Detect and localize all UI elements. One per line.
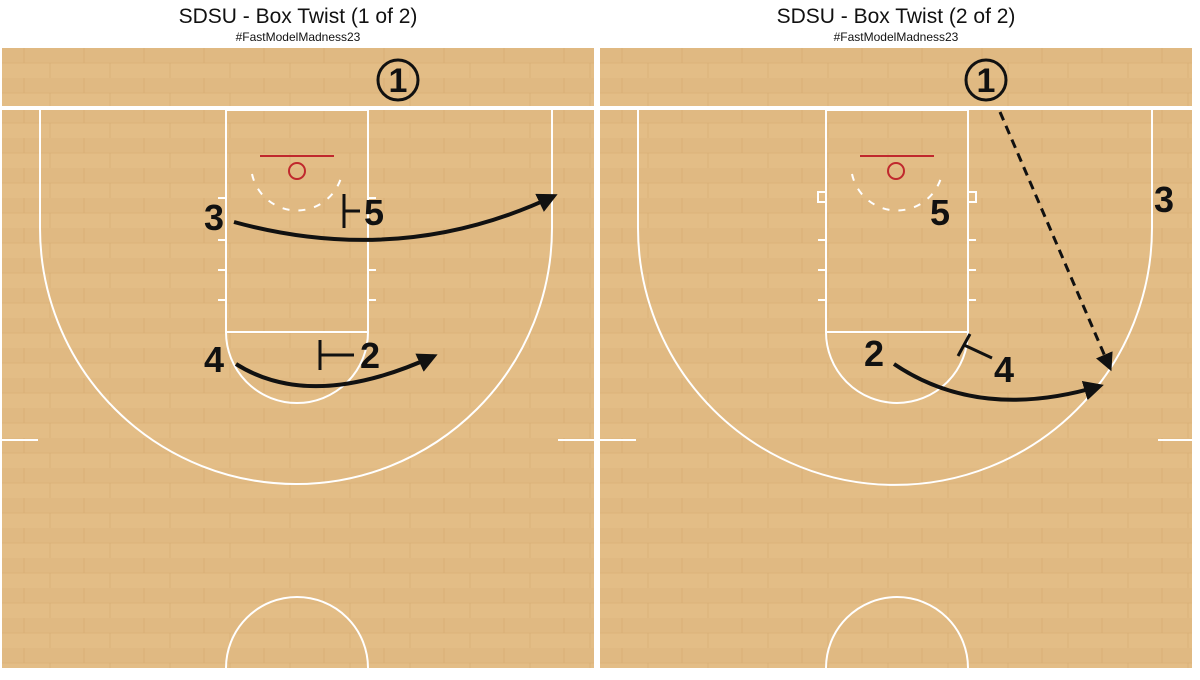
panel-hashtag: #FastModelMadness23 xyxy=(235,30,361,44)
player-4-label: 4 xyxy=(994,349,1014,390)
free-throw-lane xyxy=(225,109,369,333)
player-2-label: 2 xyxy=(864,333,884,374)
lane-hashes xyxy=(817,191,977,301)
ball-handler-circle xyxy=(376,58,420,102)
free-throw-circle xyxy=(225,331,369,404)
screen-4-stem xyxy=(963,343,993,360)
free-throw-circle xyxy=(825,331,969,404)
ball-handler-circle xyxy=(964,58,1008,102)
player-1-label: 1 xyxy=(389,62,408,100)
player-5-label: 5 xyxy=(364,192,384,233)
restricted-area xyxy=(251,173,343,212)
player-3-label: 3 xyxy=(204,197,224,238)
cut-3-arrow xyxy=(233,193,558,242)
panel-title: SDSU - Box Twist (2 of 2) xyxy=(776,5,1016,28)
rim xyxy=(887,162,905,180)
player-3-label: 3 xyxy=(1154,179,1174,220)
three-point-arc xyxy=(637,227,1153,486)
free-throw-lane xyxy=(825,109,969,333)
center-circle xyxy=(225,596,369,668)
court-floor xyxy=(2,110,594,668)
player-4-label: 4 xyxy=(204,339,224,380)
player-1-label: 1 xyxy=(977,62,996,100)
cut-2-arrow xyxy=(892,362,1104,402)
court-diagram: 1 3 5 2 4 xyxy=(600,48,1192,668)
player-5-label: 5 xyxy=(930,192,950,233)
panel-title: SDSU - Box Twist (1 of 2) xyxy=(178,5,418,28)
play-panel-1: SDSU - Box Twist (1 of 2) #FastModelMadn… xyxy=(2,0,594,668)
player-2-label: 2 xyxy=(360,335,380,376)
play-panel-2: SDSU - Box Twist (2 of 2) #FastModelMadn… xyxy=(600,0,1192,668)
panel-hashtag: #FastModelMadness23 xyxy=(833,30,959,44)
center-circle xyxy=(825,596,969,668)
backcourt-strip xyxy=(600,48,1192,106)
rim xyxy=(288,162,306,180)
backcourt-strip xyxy=(2,48,594,106)
cut-4-arrow xyxy=(234,353,438,389)
court-floor xyxy=(600,110,1192,668)
restricted-area xyxy=(851,173,943,212)
court-diagram: 1 3 5 4 2 xyxy=(2,48,594,668)
pass-arrow xyxy=(998,111,1113,372)
three-point-arc xyxy=(39,227,553,485)
